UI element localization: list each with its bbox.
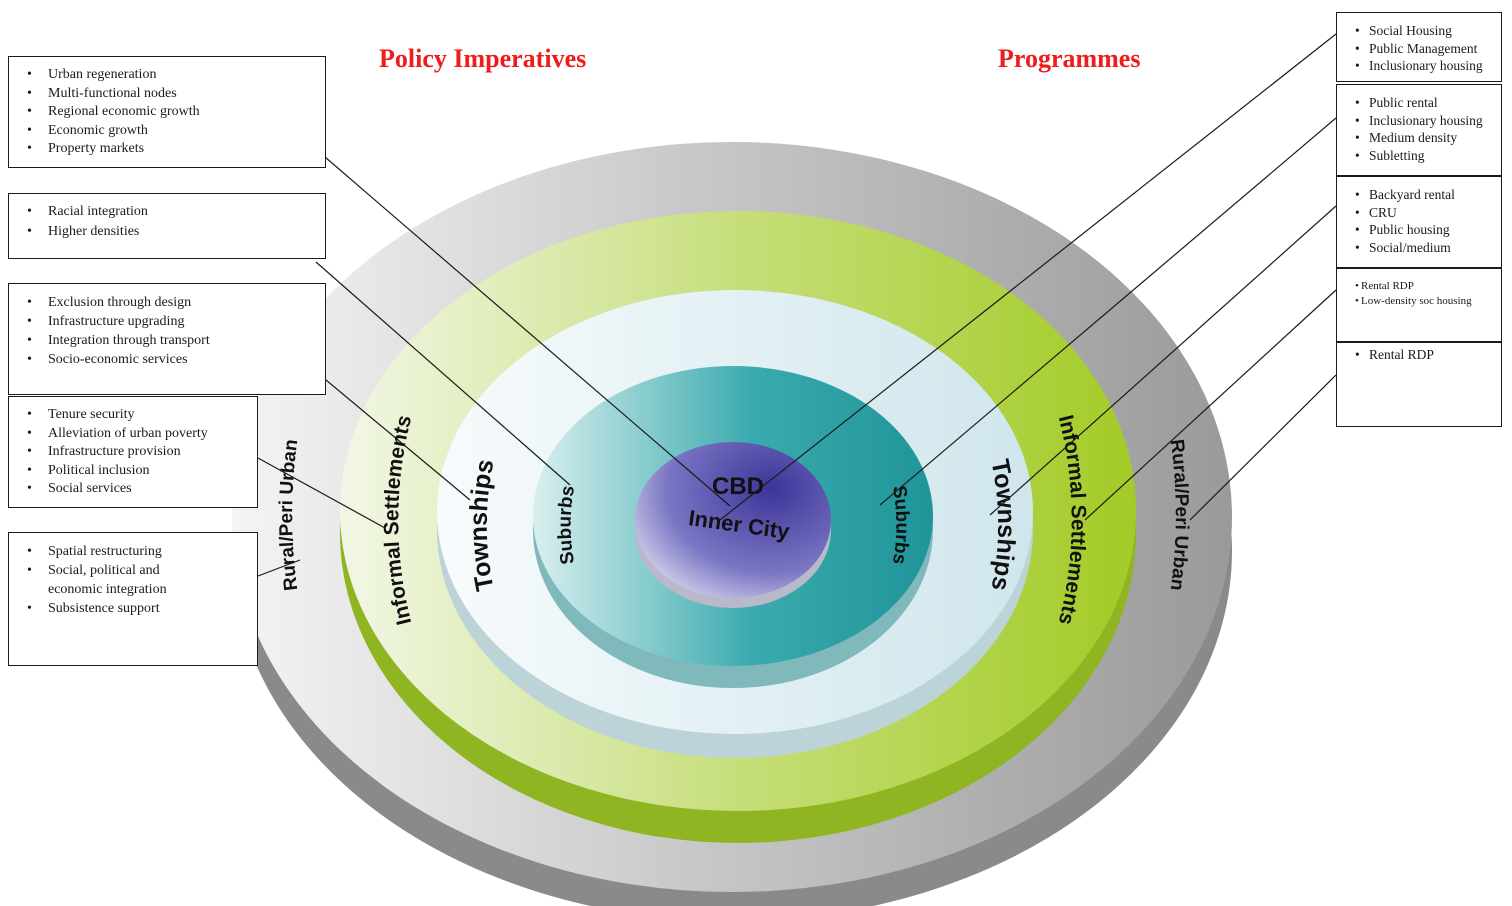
list-item: Multi-functional nodes — [9, 85, 325, 104]
list-item: Integration through transport — [9, 331, 325, 350]
list-item: Medium density — [1337, 129, 1501, 147]
leader-line-programme-4 — [1084, 289, 1337, 521]
list-item: Racial integration — [9, 202, 325, 222]
list-item: Spatial restructuring — [9, 542, 257, 561]
list-item: Alleviation of urban poverty — [9, 425, 257, 444]
leader-line-programme-5 — [1189, 374, 1337, 521]
list-item: Inclusionary housing — [1337, 57, 1501, 75]
list-item: CRU — [1337, 204, 1501, 222]
programme-box-suburbs: Public rental Inclusionary housing Mediu… — [1336, 84, 1502, 176]
list-item: Social services — [9, 480, 257, 499]
policy-box-rural: Spatial restructuring Social, political … — [8, 532, 258, 666]
list-item: Low-density soc housing — [1337, 294, 1501, 309]
policy-box-townships: Exclusion through design Infrastructure … — [8, 283, 326, 395]
heading-policy-imperatives: Policy Imperatives — [379, 44, 587, 73]
list-item: Social Housing — [1337, 22, 1501, 40]
list-item: Backyard rental — [1337, 186, 1501, 204]
list-item: Socio-economic services — [9, 350, 325, 369]
list-item: Higher densities — [9, 222, 325, 242]
list-item: Subsistence support — [9, 599, 257, 618]
list-item: Political inclusion — [9, 462, 257, 481]
heading-programmes: Programmes — [998, 44, 1141, 73]
list-item: Rental RDP — [1337, 346, 1501, 364]
list-item: Public rental — [1337, 94, 1501, 112]
programme-box-cbd: Social Housing Public Management Inclusi… — [1336, 12, 1502, 82]
leader-line-programme-2 — [879, 117, 1337, 506]
list-item: Urban regeneration — [9, 66, 325, 85]
center-label-cbd: CBD — [712, 473, 764, 500]
list-item: Exclusion through design — [9, 293, 325, 312]
list-item: Subletting — [1337, 147, 1501, 165]
leader-line-policy-1 — [324, 156, 731, 507]
list-item: Social, political and economic integrati… — [9, 561, 208, 599]
center-disc — [635, 442, 831, 598]
policy-box-informal: Tenure security Alleviation of urban pov… — [8, 396, 258, 508]
leader-line-policy-5 — [257, 559, 301, 577]
list-item: Rental RDP — [1337, 279, 1501, 294]
programme-box-rural: Rental RDP — [1336, 342, 1502, 427]
list-item: Tenure security — [9, 406, 257, 425]
list-item: Infrastructure upgrading — [9, 312, 325, 331]
list-item: Infrastructure provision — [9, 443, 257, 462]
leader-line-policy-4 — [257, 457, 386, 529]
list-item: Regional economic growth — [9, 103, 325, 122]
list-item: Property markets — [9, 140, 325, 159]
leader-line-programme-1 — [719, 33, 1337, 521]
list-item: Social/medium — [1337, 239, 1501, 257]
list-item: Public Management — [1337, 40, 1501, 58]
programme-box-townships: Backyard rental CRU Public housing Socia… — [1336, 176, 1502, 268]
list-item: Economic growth — [9, 122, 325, 141]
policy-box-suburbs: Racial integration Higher densities — [8, 193, 326, 259]
programme-box-informal: Rental RDP Low-density soc housing — [1336, 268, 1502, 342]
list-item: Inclusionary housing — [1337, 112, 1501, 130]
leader-line-programme-3 — [989, 205, 1337, 516]
leader-line-policy-2 — [315, 261, 571, 486]
leader-line-policy-3 — [325, 379, 471, 501]
policy-box-cbd: Urban regeneration Multi-functional node… — [8, 56, 326, 168]
list-item: Public housing — [1337, 221, 1501, 239]
